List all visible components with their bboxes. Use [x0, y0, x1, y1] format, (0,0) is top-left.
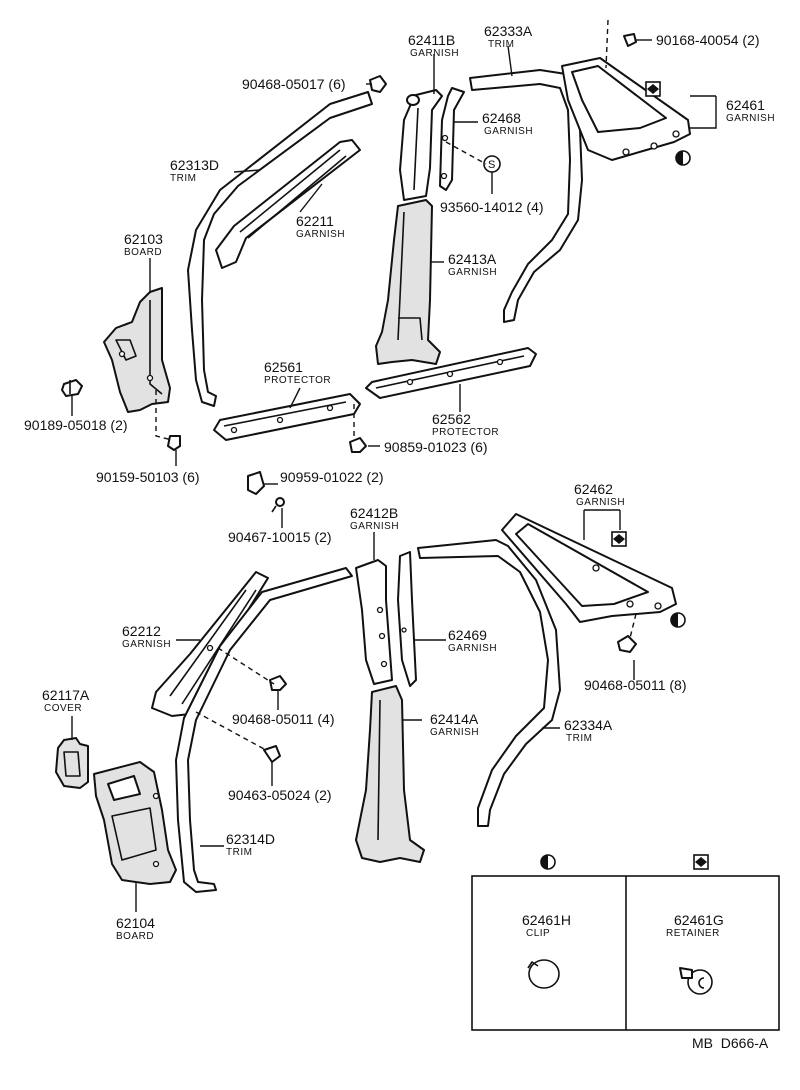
- label-90467-num: 90467-10015 (2): [228, 529, 332, 545]
- lower-leaders: [71, 509, 637, 912]
- label-90189-num: 90189-05018 (2): [24, 417, 128, 433]
- garnish-62411B: [399, 89, 443, 201]
- label-62412B-name: GARNISH: [350, 521, 399, 532]
- label-62462-name: GARNISH: [576, 497, 625, 508]
- label-62414A-num: 62414A: [430, 711, 479, 727]
- retainer-62461G-drawing: [679, 967, 713, 995]
- s-symbol: S: [483, 155, 501, 173]
- label-62411B-name: GARNISH: [410, 48, 459, 59]
- label-62414A-name: GARNISH: [430, 727, 479, 738]
- label-62334A-num: 62334A: [564, 717, 613, 733]
- label-62314D-name: TRIM: [226, 847, 252, 858]
- board-62104: [93, 761, 177, 885]
- label-62461-name: GARNISH: [726, 113, 775, 124]
- label-62333A-num: 62333A: [484, 23, 533, 39]
- label-62413A-name: GARNISH: [448, 267, 497, 278]
- label-62117A-num: 62117A: [42, 687, 90, 703]
- label-62314D-num: 62314D: [226, 831, 275, 847]
- label-62333A-name: TRIM: [488, 39, 514, 50]
- diagram-code: MB D666-A: [692, 1035, 769, 1051]
- label-62461G-num: 62461G: [674, 912, 724, 928]
- clip-90463: [263, 745, 281, 763]
- screw-90168: [623, 33, 637, 47]
- label-62461H-num: 62461H: [522, 912, 571, 928]
- screw-90159: [167, 435, 181, 451]
- trim-62313D: [187, 91, 373, 407]
- label-62561-num: 62561: [264, 359, 303, 375]
- svg-text:S: S: [488, 159, 496, 171]
- label-62334A-name: TRIM: [566, 733, 592, 744]
- garnish-62413A: [375, 199, 441, 365]
- halfcircle-symbol-62461: [675, 150, 691, 166]
- label-62469-name: GARNISH: [448, 643, 497, 654]
- label-62413A-num: 62413A: [448, 251, 497, 267]
- diamond-symbol-62462: [611, 531, 627, 547]
- diamond-symbol-62461: [645, 81, 661, 97]
- label-90468-05011-8-num: 90468-05011 (8): [584, 677, 686, 693]
- inset-diamond-icon: [693, 854, 709, 870]
- label-90859-num: 90859-01023 (6): [384, 439, 488, 455]
- clip-90859: [349, 437, 367, 453]
- garnish-62468: [439, 87, 465, 191]
- trim-62334A: [417, 539, 561, 827]
- label-62468-name: GARNISH: [484, 126, 533, 137]
- protector-62562: [365, 347, 537, 399]
- clip-90959: [247, 471, 265, 495]
- label-62562-num: 62562: [432, 411, 471, 427]
- label-62562-name: PROTECTOR: [432, 427, 499, 438]
- inset-box: [471, 854, 780, 1031]
- garnish-62462: [501, 513, 677, 623]
- label-90959-num: 90959-01022 (2): [280, 469, 384, 485]
- inset-halfcircle-icon: [540, 854, 556, 870]
- clip-90189: [61, 379, 83, 397]
- label-62212-num: 62212: [122, 623, 161, 639]
- cover-62117A: [55, 737, 89, 789]
- label-62104-num: 62104: [116, 915, 155, 931]
- label-62103-name: BOARD: [124, 247, 162, 258]
- clip-90468-05011-8: [617, 635, 637, 653]
- garnish-62461: [561, 57, 691, 161]
- clip-62461H-drawing: [527, 959, 560, 989]
- label-62117A-name: COVER: [44, 703, 82, 714]
- label-62313D-name: TRIM: [170, 173, 196, 184]
- label-62211-name: GARNISH: [296, 229, 345, 240]
- label-62468-num: 62468: [482, 110, 521, 126]
- label-90468-05017-num: 90468-05017 (6): [242, 76, 346, 92]
- label-62412B-num: 62412B: [350, 505, 398, 521]
- label-62212-name: GARNISH: [122, 639, 171, 650]
- label-62561-name: PROTECTOR: [264, 375, 331, 386]
- upper-leaders: [71, 19, 717, 528]
- label-90463-num: 90463-05024 (2): [228, 787, 332, 803]
- halfcircle-symbol-62462: [670, 612, 686, 628]
- label-62313D-num: 62313D: [170, 157, 219, 173]
- garnish-62414A: [355, 685, 425, 863]
- label-62211-num: 62211: [296, 213, 334, 229]
- label-62469-num: 62469: [448, 627, 487, 643]
- trim-62333A: [469, 69, 583, 323]
- garnish-62412B: [355, 559, 393, 685]
- label-62104-name: BOARD: [116, 931, 154, 942]
- labels: 62411B GARNISH 62333A TRIM 90168-40054 (…: [24, 23, 775, 1051]
- label-90468-05011-4-num: 90468-05011 (4): [232, 711, 334, 727]
- label-62411B-num: 62411B: [408, 32, 455, 48]
- garnish-62469: [397, 551, 417, 687]
- screw-90467: [271, 497, 285, 513]
- label-62461H-name: CLIP: [526, 928, 550, 939]
- label-62462-num: 62462: [574, 481, 613, 497]
- protector-62561: [213, 393, 361, 441]
- label-93560-num: 93560-14012 (4): [440, 199, 544, 215]
- clip-90468-05011-4: [269, 675, 287, 691]
- label-62461G-name: RETAINER: [666, 928, 720, 939]
- label-90159-num: 90159-50103 (6): [96, 469, 200, 485]
- label-62103-num: 62103: [124, 231, 163, 247]
- garnish-62211: [215, 139, 361, 269]
- board-62103: [103, 287, 171, 413]
- clip-90468-05017: [369, 75, 387, 93]
- label-62461-num: 62461: [726, 97, 765, 113]
- label-90168-num: 90168-40054 (2): [656, 32, 760, 48]
